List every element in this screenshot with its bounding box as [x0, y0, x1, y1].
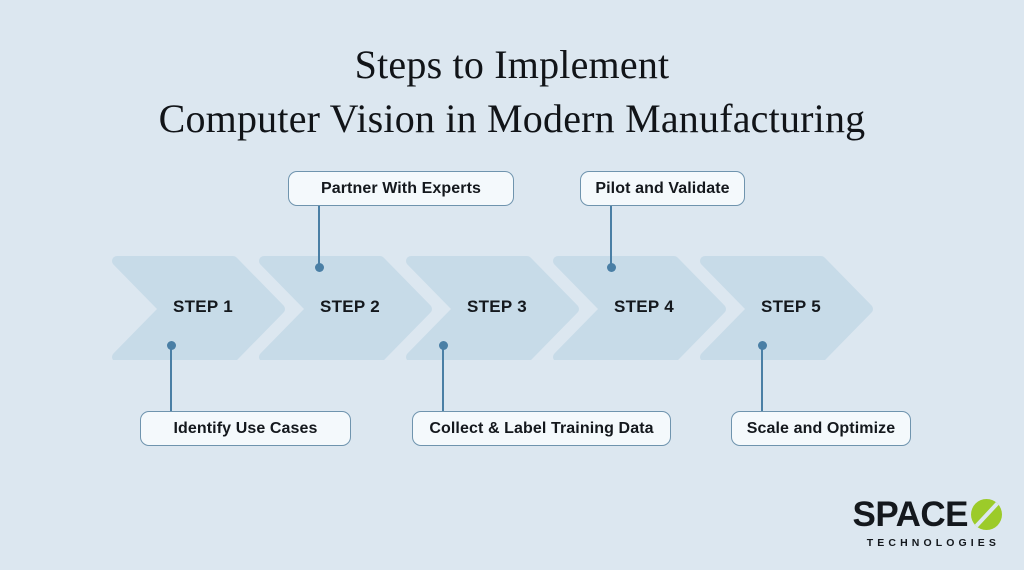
brand-logo: SPACE TECHNOLOGIES [852, 494, 1002, 549]
callout-step-4-text: Pilot and Validate [595, 179, 730, 197]
callout-step-1[interactable]: Identify Use Cases [140, 411, 351, 446]
step-label-1: STEP 1 [172, 297, 234, 316]
connector-line-step-3 [442, 345, 444, 411]
connector-dot-step-1 [166, 340, 176, 350]
callout-step-2-text: Partner With Experts [320, 179, 482, 197]
connector-dot-step-2 [314, 262, 324, 272]
callout-step-5-text: Scale and Optimize [746, 419, 896, 437]
callout-step-3-text: Collect & Label Training Data [429, 419, 654, 437]
callout-step-4[interactable]: Pilot and Validate [580, 171, 745, 206]
callout-step-3[interactable]: Collect & Label Training Data [412, 411, 671, 446]
logo-wordmark: SPACE [852, 494, 1002, 534]
connector-line-step-1 [170, 345, 172, 411]
step-label-5: STEP 5 [760, 297, 822, 316]
connector-line-step-2 [318, 205, 320, 267]
step-label-4: STEP 4 [613, 297, 675, 316]
connector-dot-step-3 [438, 340, 448, 350]
slashed-circle-icon [971, 498, 1002, 530]
connector-dot-step-5 [757, 340, 767, 350]
connector-dot-step-4 [606, 262, 616, 272]
logo-tagline: TECHNOLOGIES [866, 536, 1000, 549]
callout-step-2[interactable]: Partner With Experts [288, 171, 514, 206]
step-label-3: STEP 3 [466, 297, 528, 316]
logo-word-text: SPACE [852, 494, 969, 534]
title-line-1: Steps to Implement [354, 42, 670, 87]
callout-step-5[interactable]: Scale and Optimize [731, 411, 911, 446]
connector-line-step-5 [761, 345, 763, 411]
step-label-2: STEP 2 [319, 297, 381, 316]
connector-line-step-4 [610, 205, 612, 267]
callout-step-1-text: Identify Use Cases [173, 419, 318, 437]
title-line-2: Computer Vision in Modern Manufacturing [158, 96, 866, 141]
page-title: Steps to Implement Computer Vision in Mo… [0, 38, 1024, 146]
